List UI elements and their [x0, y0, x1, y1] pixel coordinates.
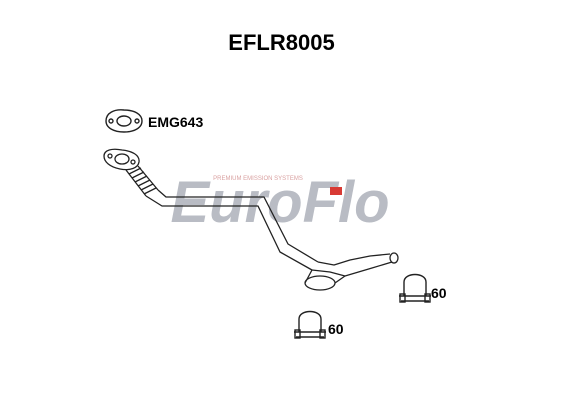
u-bolt-clamp-icon: [399, 273, 431, 303]
watermark-brand: EuroFlo: [170, 170, 389, 235]
watermark-red-accent: [330, 187, 342, 195]
clamp-right-label: 60: [431, 285, 447, 301]
exhaust-pipe-icon: [103, 148, 399, 291]
gasket-part-label: EMG643: [148, 114, 204, 130]
clamp-left-label: 60: [328, 321, 344, 337]
flange-gasket-icon: [105, 109, 143, 133]
part-number-title: EFLR8005: [228, 30, 335, 55]
euroflo-watermark: EuroFlo PREMIUM EMISSION SYSTEMS: [170, 170, 389, 235]
u-bolt-clamp-icon: [294, 310, 326, 339]
watermark-tagline: PREMIUM EMISSION SYSTEMS: [213, 176, 303, 182]
